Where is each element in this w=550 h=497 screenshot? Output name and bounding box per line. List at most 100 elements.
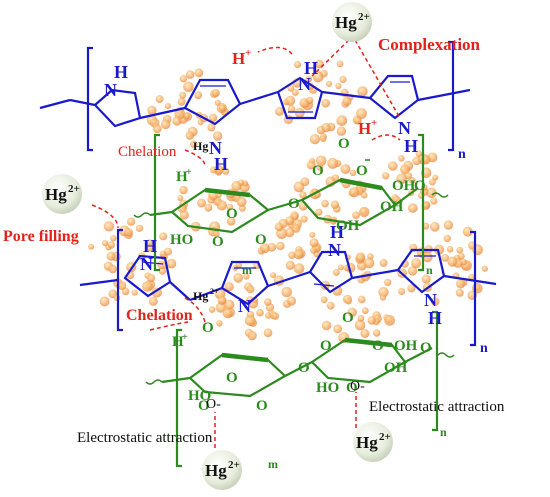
svg-text:H: H (214, 154, 228, 174)
alginate-chain-upper (149, 133, 425, 272)
particle-sphere (108, 264, 117, 274)
particle-sphere (400, 164, 410, 175)
svg-text:Hg: Hg (205, 461, 227, 480)
particle-sphere (159, 232, 168, 241)
particle-sphere (287, 85, 295, 92)
particle-sphere (319, 135, 327, 142)
label-electrostatic-right: Electrostatic attraction (369, 399, 505, 415)
particle-sphere (407, 266, 418, 276)
particle-sphere (456, 246, 464, 254)
particle-sphere (294, 60, 302, 69)
svg-text:n: n (440, 425, 447, 439)
particle-sphere (299, 191, 307, 199)
particle-sphere (446, 246, 454, 253)
particle-sphere (360, 329, 370, 338)
particle-sphere (349, 187, 360, 198)
svg-text:O-: O- (206, 397, 221, 412)
svg-text:N: N (398, 118, 411, 138)
particle-sphere (235, 261, 242, 269)
particle-sphere (285, 95, 296, 106)
particle-sphere (222, 308, 233, 319)
svg-text:O: O (312, 163, 324, 179)
particle-sphere (293, 181, 305, 193)
particle-sphere (194, 68, 204, 78)
particle-sphere (177, 97, 186, 106)
particle-sphere (434, 244, 445, 255)
svg-text:HO: HO (188, 388, 211, 404)
svg-text:2+: 2+ (210, 287, 219, 296)
svg-text:m: m (242, 263, 252, 277)
particle-sphere (291, 89, 299, 96)
particle-sphere (481, 265, 488, 272)
svg-text:H: H (428, 308, 442, 328)
particle-sphere (357, 86, 368, 97)
hg-ion-bottom: Hg 2+ (202, 450, 242, 490)
svg-text:H: H (304, 58, 318, 78)
particle-sphere (342, 96, 352, 106)
particle-sphere (197, 198, 206, 208)
svg-text:m: m (268, 457, 278, 471)
particle-sphere (99, 296, 110, 307)
particle-sphere (179, 91, 187, 99)
particle-sphere (183, 112, 190, 120)
particle-sphere (384, 314, 395, 326)
particle-sphere (468, 273, 475, 281)
svg-text:O: O (198, 398, 210, 414)
particle-sphere (226, 203, 234, 211)
svg-text:H: H (143, 236, 157, 256)
label-pore-filling: Pore filling (3, 228, 79, 245)
particle-sphere (183, 81, 194, 93)
particle-sphere (210, 166, 218, 174)
particle-sphere (246, 285, 255, 294)
particle-sphere (179, 185, 188, 195)
svg-text:O: O (320, 338, 332, 354)
particle-sphere (336, 60, 344, 68)
particle-sphere (226, 217, 236, 226)
particle-sphere (456, 279, 466, 289)
svg-text:O: O (372, 338, 384, 354)
svg-text:N: N (140, 254, 153, 274)
label-chelation-upper: Chelation (118, 144, 177, 160)
alginate-atom-labels: H + HO O O O O O O O OH OH OH O H + O HO… (170, 136, 432, 414)
svg-text:H: H (358, 119, 371, 138)
svg-text:H: H (330, 222, 344, 242)
particle-sphere (429, 178, 436, 186)
particle-sphere (288, 251, 296, 259)
carboxylate-labels: O- O- (206, 379, 365, 412)
svg-text:+: + (186, 167, 192, 178)
particle-sphere (164, 103, 171, 110)
svg-text:H: H (232, 49, 245, 68)
svg-text:2+: 2+ (379, 431, 391, 443)
particle-sphere (411, 258, 422, 269)
particle-sphere (274, 222, 284, 232)
particle-sphere (216, 320, 223, 327)
particle-sphere (349, 169, 357, 176)
particle-sphere (407, 284, 416, 293)
polypyrrole-chain-middle (79, 228, 497, 347)
svg-text:N: N (298, 74, 311, 94)
svg-text:+: + (371, 117, 377, 129)
particle-sphere (460, 258, 468, 266)
svg-text:OH: OH (336, 218, 360, 234)
particle-sphere (271, 312, 280, 320)
particle-sphere (233, 273, 243, 283)
particle-sphere (356, 108, 367, 119)
particle-sphere (388, 161, 398, 171)
particle-sphere (443, 234, 451, 243)
particle-sphere (354, 319, 366, 331)
particle-sphere (267, 242, 277, 252)
hg-chelated-lower: Hg 2+ (193, 287, 219, 303)
particle-sphere (135, 224, 144, 232)
particle-sphere (185, 70, 195, 79)
alginate-chain-lower (161, 310, 439, 468)
svg-text:HO: HO (170, 232, 193, 248)
particle-sphere (472, 244, 483, 256)
svg-text:n: n (480, 341, 488, 356)
ppy-atom-labels: H N N H H N N H H N N H N N H (104, 58, 442, 328)
particle-sphere (286, 296, 297, 306)
particle-sphere (147, 274, 156, 283)
particle-sphere (159, 250, 167, 258)
particle-sphere (396, 173, 407, 185)
chain-continuation-marks (133, 192, 455, 385)
